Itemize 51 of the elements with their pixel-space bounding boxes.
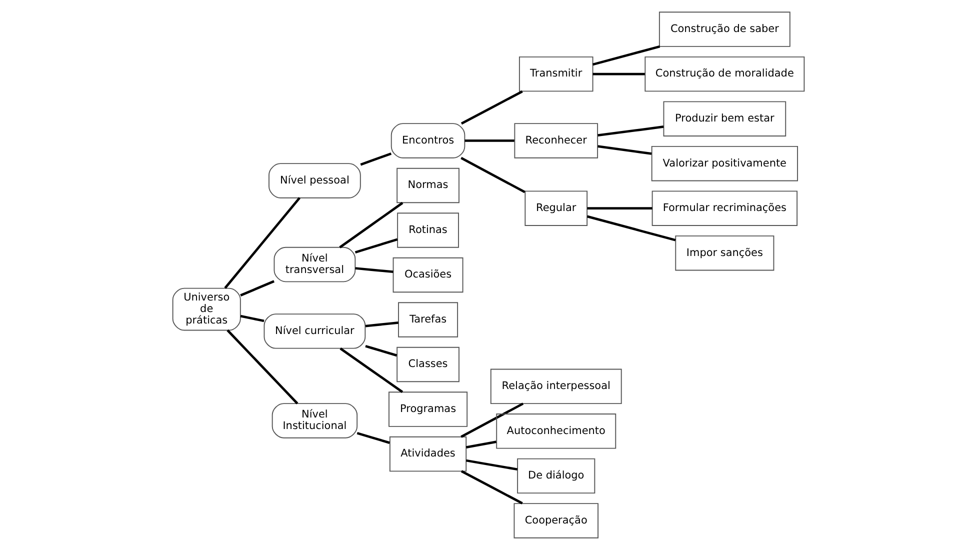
node-box: Nível curricular [263,314,366,349]
node-box: Construção de saber [658,12,790,47]
connector [240,280,274,296]
connector [592,72,644,76]
node-box: Produzir bem estar [662,101,786,136]
connector [354,238,398,254]
connector [240,314,264,322]
node-box: Nível Institucional [271,403,358,438]
node-box: Autoconhecimento [496,414,616,449]
connector [460,156,525,194]
connector [464,140,514,142]
node-box: Atividades [388,436,466,472]
connector [592,45,660,66]
connector [364,322,398,328]
connector [356,432,390,444]
node-box: Ocasiões [392,257,463,293]
node-box: Construção de moralidade [644,56,804,92]
node-box: Normas [396,168,459,204]
connector [586,207,652,210]
connector [460,90,522,125]
node-box: Transmitir [518,56,593,92]
node-box: De diálogo [516,458,595,494]
connector [360,152,392,166]
connector [339,348,403,393]
connector [338,202,403,248]
node-box: Tarefas [398,302,458,338]
node-box: Relação interpessoal [490,368,622,404]
node-box: Nível transversal [273,246,356,282]
node-box: Encontros [390,123,465,158]
connector [354,267,393,273]
connector [597,126,664,137]
node-box: Rotinas [396,212,458,248]
node-box: Impor sanções [674,235,774,271]
connector [460,402,524,438]
connector [597,145,652,155]
node-box: Formular recriminações [651,190,798,226]
connector [226,329,298,404]
connector [586,215,676,242]
connector [465,459,518,471]
node-box: Cooperação [513,503,598,538]
node-box: Universo de práticas [172,288,240,331]
node-box: Programas [388,392,468,427]
connector [460,470,522,504]
node-box: Valorizar positivamente [650,146,798,182]
node-box: Reconhecer [514,123,598,158]
node-box: Regular [524,190,588,226]
connector [224,197,300,289]
node-box: Nível pessoal [268,163,360,198]
connector [465,440,496,448]
node-box: Classes [396,346,459,382]
connector [364,344,397,357]
